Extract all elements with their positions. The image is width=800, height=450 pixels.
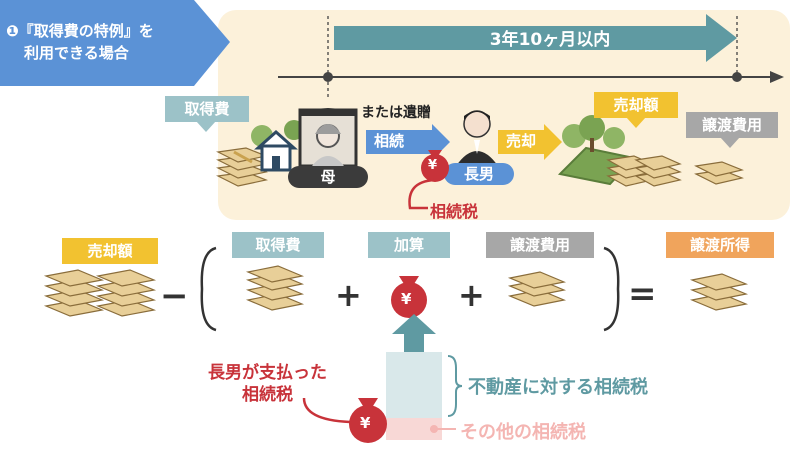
paid-by-son-line1: 長男が支払った xyxy=(208,363,327,383)
sale-money-icon xyxy=(606,155,682,187)
up-arrow xyxy=(392,314,436,362)
transfer-income-tag: 譲渡所得 xyxy=(666,232,774,258)
plus-sign-1: + xyxy=(335,276,362,314)
tax-bag-yen: ¥ xyxy=(428,158,438,173)
formula-sale-money-icon xyxy=(43,269,157,317)
header-title-line2: 利用できる場合 xyxy=(24,44,129,62)
formula-sale-price-tag: 売却額 xyxy=(62,238,158,264)
paid-tax-bag-yen: ¥ xyxy=(360,414,371,432)
inheritance-tax-text: 相続税 xyxy=(430,202,479,221)
minus-sign: − xyxy=(160,276,189,316)
left-bracket xyxy=(200,246,217,332)
sale-price-pointer xyxy=(626,117,646,128)
sale-arrow xyxy=(498,124,562,160)
acquisition-cost-pointer xyxy=(196,121,216,132)
formula-acquisition-money-icon xyxy=(245,265,305,311)
right-bracket xyxy=(603,246,620,332)
formula-transfer-money-icon xyxy=(507,271,567,307)
mother-portrait-icon xyxy=(298,108,358,168)
eldest-son-icon xyxy=(456,110,498,166)
header-chevron xyxy=(0,0,230,86)
other-tax-box xyxy=(386,418,442,440)
formula-transfer-cost-tag: 譲渡費用 xyxy=(486,232,594,258)
period-arrow xyxy=(334,14,737,62)
header-title-line1: ❶『取得費の特例』を xyxy=(6,22,154,40)
tax-bag-icon xyxy=(421,150,449,182)
addition-tag: 加算 xyxy=(368,232,450,258)
acquisition-cost-tag: 取得費 xyxy=(165,96,249,122)
plus-sign-2: + xyxy=(458,276,485,314)
transfer-money-icon xyxy=(694,161,745,185)
addition-tax-bag-yen: ¥ xyxy=(401,290,412,308)
other-tax-text: その他の相続税 xyxy=(460,422,586,443)
paid-tax-bag-icon xyxy=(349,398,387,443)
or-gift-text: または遺贈 xyxy=(361,105,431,121)
transfer-income-money-icon xyxy=(689,273,749,311)
sale-price-tag: 売却額 xyxy=(594,92,678,118)
equals-sign: = xyxy=(628,274,657,314)
paid-by-son-line2: 相続税 xyxy=(242,385,293,405)
addition-tax-bag-icon xyxy=(391,276,427,318)
real-estate-tax-box xyxy=(386,352,442,418)
mother-label: 母 xyxy=(288,166,368,188)
eldest-son-label: 長男 xyxy=(444,163,514,185)
period-label: 3年10ヶ月以内 xyxy=(489,30,611,50)
real-estate-tax-text: 不動産に対する相続税 xyxy=(468,377,648,398)
inheritance-label: 相続 xyxy=(374,132,405,150)
other-tax-connector xyxy=(430,425,456,433)
tax-connector xyxy=(408,178,435,210)
money-stack-icon xyxy=(216,147,269,187)
transfer-cost-tag: 譲渡費用 xyxy=(686,112,778,138)
sale-label: 売却 xyxy=(506,132,537,150)
transfer-cost-pointer xyxy=(720,137,740,148)
real-estate-brace xyxy=(447,355,463,417)
formula-acquisition-cost-tag: 取得費 xyxy=(232,232,324,258)
paid-tax-connector xyxy=(302,397,351,424)
